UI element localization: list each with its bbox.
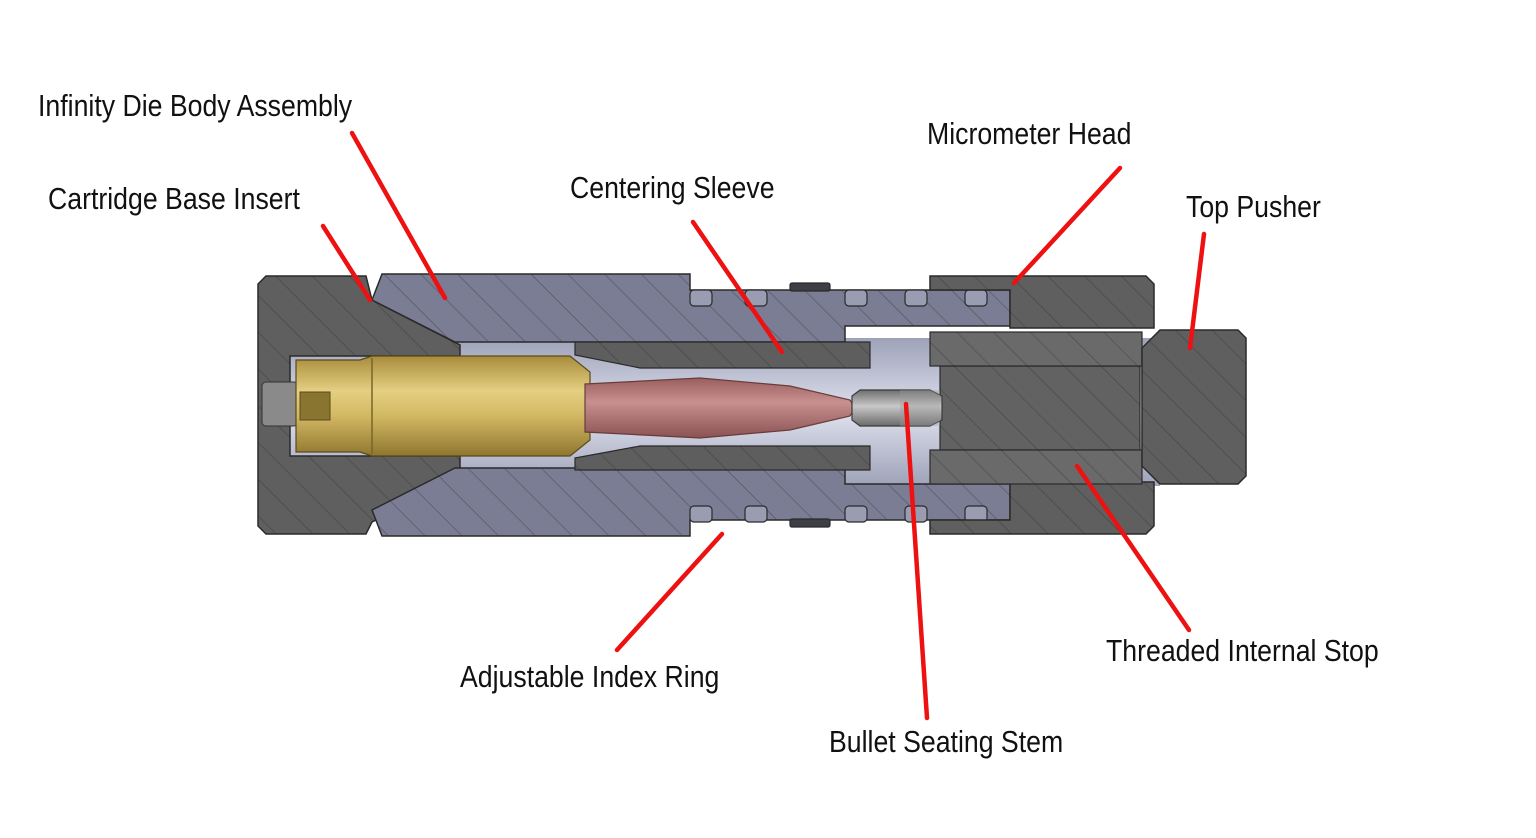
centering-sleeve-part bbox=[574, 341, 871, 471]
cartridge-base-insert-part bbox=[257, 275, 461, 535]
leader-cartridge-base bbox=[320, 223, 373, 303]
label-cartridge-base-insert: Cartridge Base Insert bbox=[48, 181, 300, 216]
label-infinity-die-body-assembly: Infinity Die Body Assembly bbox=[38, 88, 353, 123]
label-bullet-seating-stem: Bullet Seating Stem bbox=[829, 724, 1064, 759]
top-pusher-part bbox=[1141, 329, 1247, 485]
leader-index-ring bbox=[614, 531, 725, 653]
index-ring-grooves bbox=[689, 282, 988, 528]
label-micrometer-head: Micrometer Head bbox=[927, 116, 1132, 151]
leader-micrometer-head bbox=[1011, 165, 1123, 286]
bullet-seating-stem-part bbox=[851, 389, 943, 427]
leader-die-body bbox=[349, 130, 448, 301]
leader-top-pusher bbox=[1187, 231, 1207, 351]
threaded-internal-stop-part bbox=[929, 331, 1143, 485]
leader-centering-sleeve bbox=[690, 219, 785, 355]
label-centering-sleeve: Centering Sleeve bbox=[570, 170, 775, 205]
label-top-pusher: Top Pusher bbox=[1186, 189, 1321, 224]
leader-lines bbox=[320, 130, 1207, 721]
leader-internal-stop bbox=[1074, 463, 1192, 633]
cartridge-case bbox=[261, 355, 591, 457]
leader-seating-stem bbox=[903, 401, 930, 721]
label-threaded-internal-stop: Threaded Internal Stop bbox=[1106, 633, 1379, 668]
label-adjustable-index-ring: Adjustable Index Ring bbox=[460, 659, 720, 694]
